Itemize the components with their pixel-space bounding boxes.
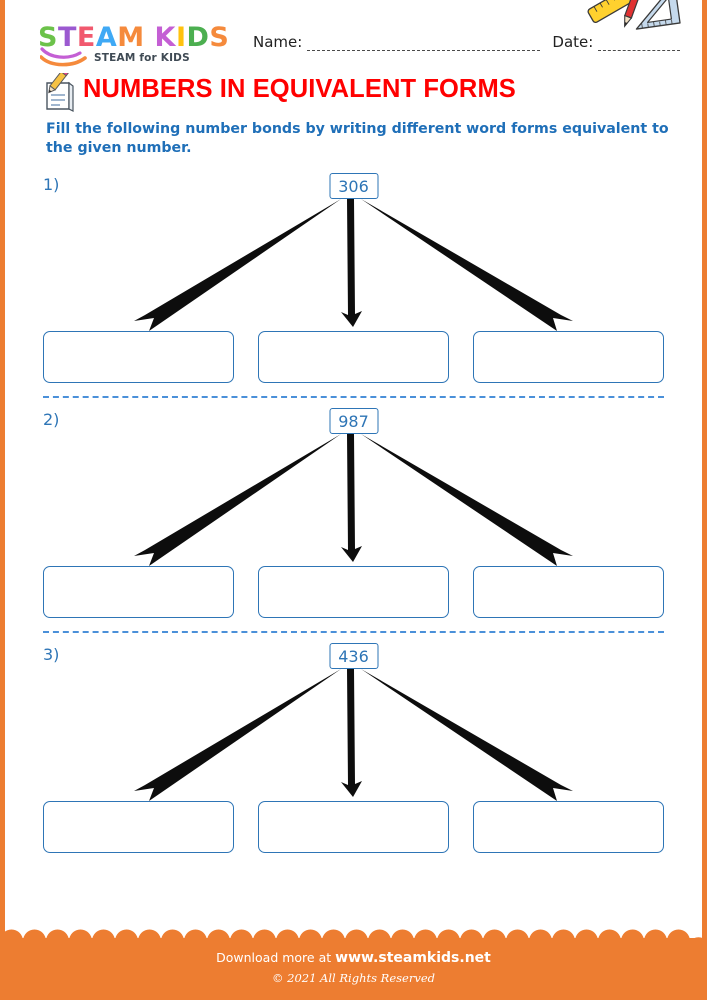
- answer-box[interactable]: [43, 566, 234, 619]
- ruler-pencil-triangle-icon: [587, 0, 681, 30]
- page-right-border: [702, 0, 707, 1000]
- answer-boxes-row: [43, 331, 664, 384]
- notepad-pencil-icon: [46, 73, 74, 112]
- logo-letter-k: K: [154, 22, 176, 53]
- name-date-row: Name: Date:: [253, 33, 680, 51]
- logo-swoosh-icon: [40, 47, 87, 67]
- page-left-border: [0, 0, 5, 1000]
- problem-number: 2): [43, 410, 60, 430]
- logo-letter-s1: S: [38, 22, 58, 53]
- answer-box[interactable]: [43, 331, 234, 384]
- given-number-box: 436: [329, 643, 378, 670]
- logo-letter-e: E: [76, 22, 96, 53]
- logo-letter-d: D: [186, 22, 210, 53]
- logo-tagline: STEAM for KIDS: [94, 52, 190, 64]
- number-bond-arrows: [134, 199, 573, 332]
- problem-number: 3): [43, 645, 60, 665]
- logo-letter-a: A: [95, 22, 118, 53]
- page-header: STEAM KIDS STEAM for KIDS Name: Date:: [5, 0, 702, 72]
- answer-box[interactable]: [473, 801, 664, 854]
- problems-list: 1) 306 2) 987: [5, 169, 702, 861]
- answer-box[interactable]: [258, 331, 449, 384]
- name-input-line[interactable]: [307, 37, 540, 51]
- problem-section: 1) 306: [5, 169, 702, 404]
- footer-url[interactable]: www.steamkids.net: [335, 950, 491, 966]
- instruction-text: Fill the following number bonds by writi…: [46, 121, 669, 156]
- date-label: Date:: [552, 33, 594, 51]
- section-divider: [43, 396, 664, 399]
- answer-box[interactable]: [473, 331, 664, 384]
- logo-letter-t: T: [57, 22, 77, 53]
- answer-box[interactable]: [258, 801, 449, 854]
- logo-letter-s2: S: [209, 22, 230, 53]
- logo-wordmark: STEAM KIDS: [38, 24, 238, 51]
- answer-boxes-row: [43, 801, 664, 854]
- steam-kids-logo: STEAM KIDS STEAM for KIDS: [38, 24, 238, 67]
- name-label: Name:: [253, 33, 303, 51]
- page-footer: Download more at www.steamkids.net © 202…: [0, 928, 707, 1000]
- page-content: STEAM KIDS STEAM for KIDS Name: Date:: [5, 0, 702, 1000]
- footer-download-line: Download more at www.steamkids.net: [0, 948, 707, 969]
- problem-section: 2) 987: [5, 404, 702, 639]
- logo-letter-space: [145, 24, 155, 51]
- page-title: NUMBERS IN EQUIVALENT FORMS: [83, 75, 516, 103]
- title-row: NUMBERS IN EQUIVALENT FORMS: [5, 72, 702, 118]
- answer-box[interactable]: [258, 566, 449, 619]
- logo-letter-m: M: [117, 22, 145, 53]
- answer-box[interactable]: [43, 801, 234, 854]
- given-number-box: 987: [329, 408, 378, 435]
- section-divider: [43, 631, 664, 634]
- logo-letter-i: I: [175, 22, 187, 53]
- date-input-line[interactable]: [598, 37, 680, 51]
- number-bond-arrows: [134, 434, 573, 567]
- given-number-box: 306: [329, 173, 378, 200]
- problem-number: 1): [43, 175, 60, 195]
- answer-boxes-row: [43, 566, 664, 619]
- footer-copyright: © 2021 All Rights Reserved: [271, 971, 435, 985]
- footer-download-text: Download more at: [216, 950, 332, 965]
- number-bond-arrows: [134, 669, 573, 802]
- footer-body: Download more at www.steamkids.net © 202…: [0, 938, 707, 1000]
- problem-section: 3) 436: [5, 639, 702, 861]
- answer-box[interactable]: [473, 566, 664, 619]
